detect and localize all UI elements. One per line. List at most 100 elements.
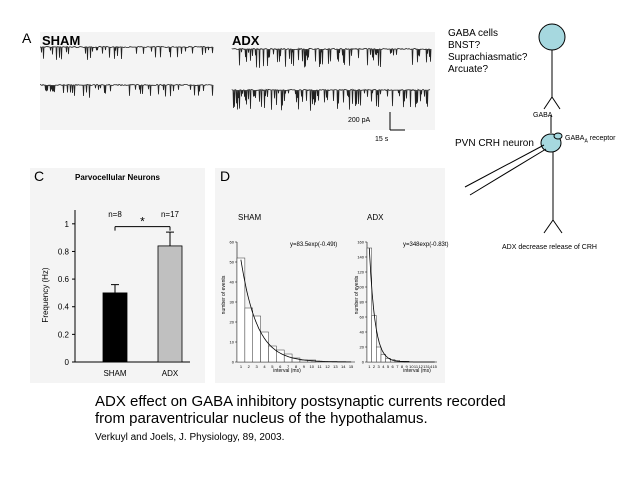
current-traces bbox=[40, 45, 432, 131]
adx-histogram-ylabel: number of events bbox=[354, 275, 360, 314]
caption-line-2: from paraventricular nucleus of the hypo… bbox=[95, 410, 428, 427]
adx-trace-top bbox=[231, 47, 432, 68]
sham-y-tick-label: 10 bbox=[230, 340, 235, 345]
sham-histogram-title: SHAM bbox=[238, 213, 262, 222]
gaba-label: GABA bbox=[533, 112, 553, 119]
sham-bin bbox=[260, 331, 269, 363]
scale-current-label: 200 pA bbox=[348, 117, 371, 124]
sham-trace-bottom bbox=[40, 83, 214, 98]
adx-x-tick-label: 8 bbox=[401, 364, 404, 369]
gaba-a-receptor-label-suffix: receptor bbox=[587, 135, 616, 142]
sham-x-tick-label: 1 bbox=[240, 364, 243, 369]
y-tick-label: 0.2 bbox=[58, 330, 70, 339]
adx-y-tick-label: 160 bbox=[357, 240, 364, 245]
gaba-cells-line: GABA cells bbox=[448, 28, 499, 39]
adx-y-tick-label: 20 bbox=[360, 345, 365, 350]
sham-x-tick-label: 5 bbox=[271, 364, 274, 369]
adx-x-tick-label: 13 bbox=[423, 364, 428, 369]
category-label: SHAM bbox=[103, 369, 126, 378]
adx-fit-curve bbox=[368, 248, 435, 363]
sham-histogram-ylabel: number of events bbox=[221, 275, 227, 314]
scale-time-label: 15 s bbox=[375, 136, 389, 143]
adx-x-tick-label: 10 bbox=[409, 364, 414, 369]
adx-histogram-title: ADX bbox=[367, 213, 384, 222]
panel-c-title: Parvocellular Neurons bbox=[75, 173, 160, 182]
gaba-a-receptor bbox=[553, 132, 563, 140]
adx-y-tick-label: 0 bbox=[362, 360, 365, 365]
adx-trace-label: ADX bbox=[232, 33, 260, 48]
sham-y-tick-label: 0 bbox=[232, 360, 235, 365]
sham-x-tick-label: 15 bbox=[349, 364, 354, 369]
gaba-a-receptor-label: GABAA receptor bbox=[565, 135, 615, 144]
gaba-cells-line: Arcuate? bbox=[448, 64, 489, 75]
gaba-cell-body bbox=[538, 23, 566, 51]
sham-bin bbox=[244, 307, 253, 363]
adx-y-tick-label: 100 bbox=[357, 285, 364, 290]
bar-adx bbox=[157, 245, 183, 363]
adx-x-tick-label: 4 bbox=[382, 364, 385, 369]
adx-x-tick-label: 2 bbox=[373, 364, 376, 369]
sham-x-tick-label: 7 bbox=[287, 364, 290, 369]
adx-y-tick-label: 60 bbox=[360, 315, 365, 320]
n-label: n=17 bbox=[161, 210, 180, 219]
y-tick-label: 0.6 bbox=[58, 275, 70, 284]
sham-histogram-xlabel: interval (ms) bbox=[273, 368, 301, 374]
adx-y-tick-label: 140 bbox=[357, 255, 364, 260]
adx-x-tick-label: 6 bbox=[392, 364, 395, 369]
gaba-a-receptor-label-main: GABA bbox=[565, 135, 585, 142]
sham-x-tick-label: 13 bbox=[333, 364, 338, 369]
adx-x-tick-label: 14 bbox=[428, 364, 433, 369]
figure-caption: ADX effect on GABA inhibitory postsynapt… bbox=[95, 393, 506, 427]
sham-x-tick-label: 6 bbox=[279, 364, 282, 369]
sham-fit-equation: y=83.5exp(-0.49t) bbox=[290, 242, 338, 248]
sham-x-tick-label: 4 bbox=[263, 364, 266, 369]
sham-x-tick-label: 8 bbox=[295, 364, 298, 369]
category-label: ADX bbox=[162, 369, 179, 378]
sham-y-tick-label: 30 bbox=[230, 300, 235, 305]
adx-bin bbox=[380, 354, 386, 363]
sham-x-tick-label: 14 bbox=[341, 364, 346, 369]
sham-bin bbox=[268, 345, 277, 363]
sham-y-tick-label: 40 bbox=[230, 280, 235, 285]
sham-trace-label: SHAM bbox=[42, 33, 81, 48]
y-tick-label: 0.8 bbox=[58, 247, 70, 256]
adx-x-tick-label: 12 bbox=[418, 364, 423, 369]
adx-y-tick-label: 40 bbox=[360, 330, 365, 335]
adx-histogram-xlabel: interval (ms) bbox=[403, 368, 431, 374]
adx-bin bbox=[366, 247, 372, 363]
adx-bin bbox=[376, 346, 382, 363]
gaba-cells-candidates: GABA cells BNST? Suprachiasmatic? Arcuat… bbox=[448, 28, 527, 76]
significance-star: * bbox=[140, 215, 145, 229]
adx-x-tick-label: 9 bbox=[406, 364, 409, 369]
adx-y-tick-label: 80 bbox=[360, 300, 365, 305]
sham-y-tick-label: 60 bbox=[230, 240, 235, 245]
adx-x-tick-label: 7 bbox=[396, 364, 399, 369]
adx-trace-bottom bbox=[231, 88, 431, 111]
adx-x-tick-label: 11 bbox=[414, 364, 419, 369]
adx-y-tick-label: 120 bbox=[357, 270, 364, 275]
sham-y-tick-label: 50 bbox=[230, 260, 235, 265]
adx-x-tick-label: 3 bbox=[378, 364, 381, 369]
y-tick-label: 0.4 bbox=[58, 303, 70, 312]
caption-line-1: ADX effect on GABA inhibitory postsynapt… bbox=[95, 393, 506, 410]
sham-x-tick-label: 10 bbox=[310, 364, 315, 369]
bar-sham bbox=[102, 292, 128, 363]
adx-x-tick-label: 5 bbox=[387, 364, 390, 369]
gaba-cells-line: Suprachiasmatic? bbox=[448, 52, 528, 63]
sham-x-tick-label: 11 bbox=[318, 364, 323, 369]
panel-a-letter: A bbox=[22, 30, 32, 46]
gaba-a-receptor-label-sub: A bbox=[584, 138, 588, 145]
neuron-diagram bbox=[464, 23, 566, 234]
y-tick-label: 0 bbox=[65, 358, 70, 367]
sham-x-tick-label: 9 bbox=[303, 364, 306, 369]
sham-trace-top bbox=[40, 45, 214, 60]
adx-x-tick-label: 1 bbox=[368, 364, 371, 369]
panel-d-letter: D bbox=[220, 168, 231, 184]
y-tick-label: 1 bbox=[65, 220, 70, 229]
citation: Verkuyl and Joels, J. Physiology, 89, 20… bbox=[95, 432, 285, 443]
sham-x-tick-label: 2 bbox=[248, 364, 251, 369]
sham-x-tick-label: 12 bbox=[325, 364, 330, 369]
panel-c-ylabel: Frequency (Hz) bbox=[41, 267, 50, 322]
